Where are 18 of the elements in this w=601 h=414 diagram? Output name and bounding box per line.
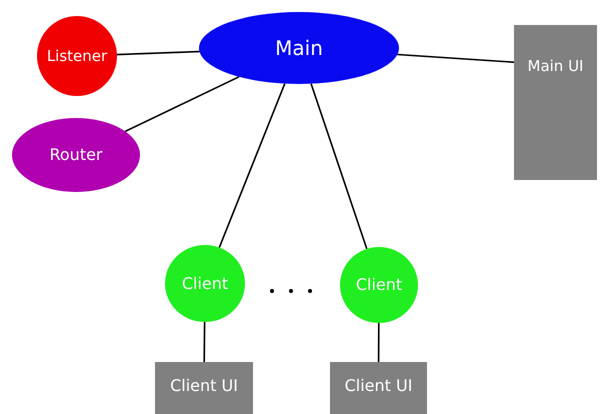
- client-ui-box: [330, 362, 427, 414]
- connector-line: [203, 322, 206, 362]
- node-label: Listener: [46, 46, 108, 65]
- connector-line: [116, 50, 200, 56]
- node-label: Client UI: [344, 376, 414, 395]
- node-label: Client: [354, 275, 404, 294]
- node-label: Main UI: [526, 57, 584, 75]
- node-label: Main: [274, 36, 324, 60]
- client-ui-box: [155, 362, 253, 414]
- connector-line: [218, 83, 286, 248]
- main-ui-box: [514, 25, 597, 180]
- node-label: Client UI: [169, 376, 239, 395]
- node-label: Client: [180, 274, 230, 293]
- connector-line: [397, 54, 514, 63]
- connector-line: [378, 323, 380, 362]
- node-label: Router: [48, 145, 104, 164]
- connector-line: [310, 83, 368, 250]
- connector-line: [124, 76, 240, 132]
